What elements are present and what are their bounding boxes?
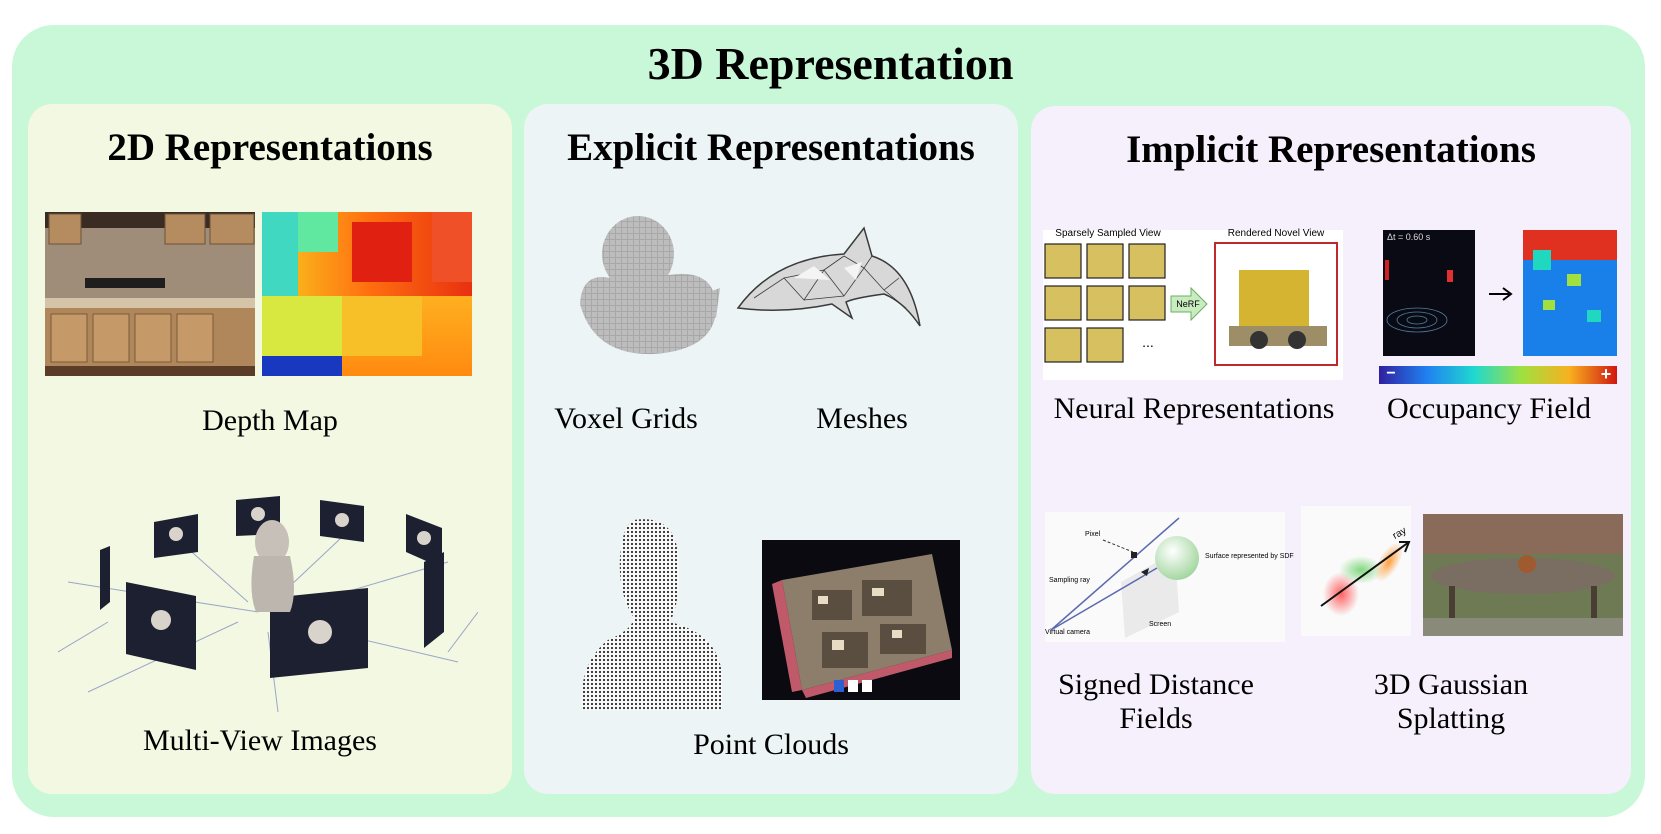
occupancy-time-label: Δt = 0.60 s (1387, 232, 1431, 242)
sdf-pixel-label: Pixel (1085, 531, 1101, 538)
main-title: 3D Representation (647, 38, 1014, 89)
sdf-image: Pixel Surface represented by SDF Samplin… (1045, 512, 1294, 642)
panel-explicit-representations: Explicit Representations Voxel Grids Mes… (524, 104, 1018, 794)
sdf-surface-label: Surface represented by SDF (1205, 553, 1294, 560)
voxel-grids-caption: Voxel Grids (554, 402, 698, 435)
sdf-caption-line1: Signed Distance (1058, 668, 1254, 701)
panel-2d-title: 2D Representations (107, 126, 433, 169)
sdf-caption-line2: Fields (1119, 702, 1193, 735)
depth-map-image (262, 212, 472, 376)
gaussian-caption-line2: Splatting (1396, 702, 1506, 735)
occupancy-field-caption: Occupancy Field (1386, 392, 1592, 425)
gaussian-splatting-image: ray (1301, 506, 1625, 636)
sdf-camera-label: Virtual camera (1045, 629, 1091, 636)
panel-implicit-representations: Implicit Representations Sparsely Sample… (1031, 106, 1631, 794)
sdf-diagram (1045, 512, 1285, 642)
neural-representation-image: Sparsely Sampled View Rendered Novel Vie… (1043, 228, 1343, 380)
nerf-rendered-label: Rendered Novel View (1227, 228, 1325, 239)
gaussian-diagram (1301, 506, 1623, 636)
meshes-caption: Meshes (816, 402, 908, 435)
point-clouds-caption: Point Clouds (693, 728, 849, 761)
nerf-arrow-label: NeRF (1176, 299, 1200, 309)
nerf-diagram (1043, 230, 1343, 380)
multi-view-caption: Multi-View Images (143, 724, 377, 757)
kitchen-photo (45, 212, 255, 376)
nerf-sparse-label: Sparsely Sampled View (1055, 228, 1161, 239)
gaussian-caption-line1: 3D Gaussian (1373, 668, 1529, 701)
mesh-image (736, 226, 921, 327)
panel-implicit-title: Implicit Representations (1126, 128, 1536, 171)
neural-representations-caption: Neural Representations (1053, 392, 1335, 425)
occupancy-field-image: Δt = 0.60 s − + (1377, 230, 1617, 390)
point-cloud-room-image (762, 540, 960, 700)
occupancy-minus-label: − (1386, 365, 1396, 382)
occupancy-plus-label: + (1600, 364, 1612, 384)
voxel-grid-image (580, 216, 720, 355)
panel-2d-representations: 2D Representations (28, 104, 512, 794)
sdf-sampling-label: Sampling ray (1049, 577, 1090, 584)
depth-map-caption: Depth Map (202, 404, 338, 437)
panel-explicit-title: Explicit Representations (567, 126, 975, 169)
nerf-ellipsis: ... (1142, 334, 1154, 350)
point-cloud-bust-image (581, 519, 722, 710)
multi-view-image (58, 496, 478, 713)
sdf-screen-label: Screen (1149, 621, 1172, 628)
occupancy-diagram (1379, 230, 1617, 384)
